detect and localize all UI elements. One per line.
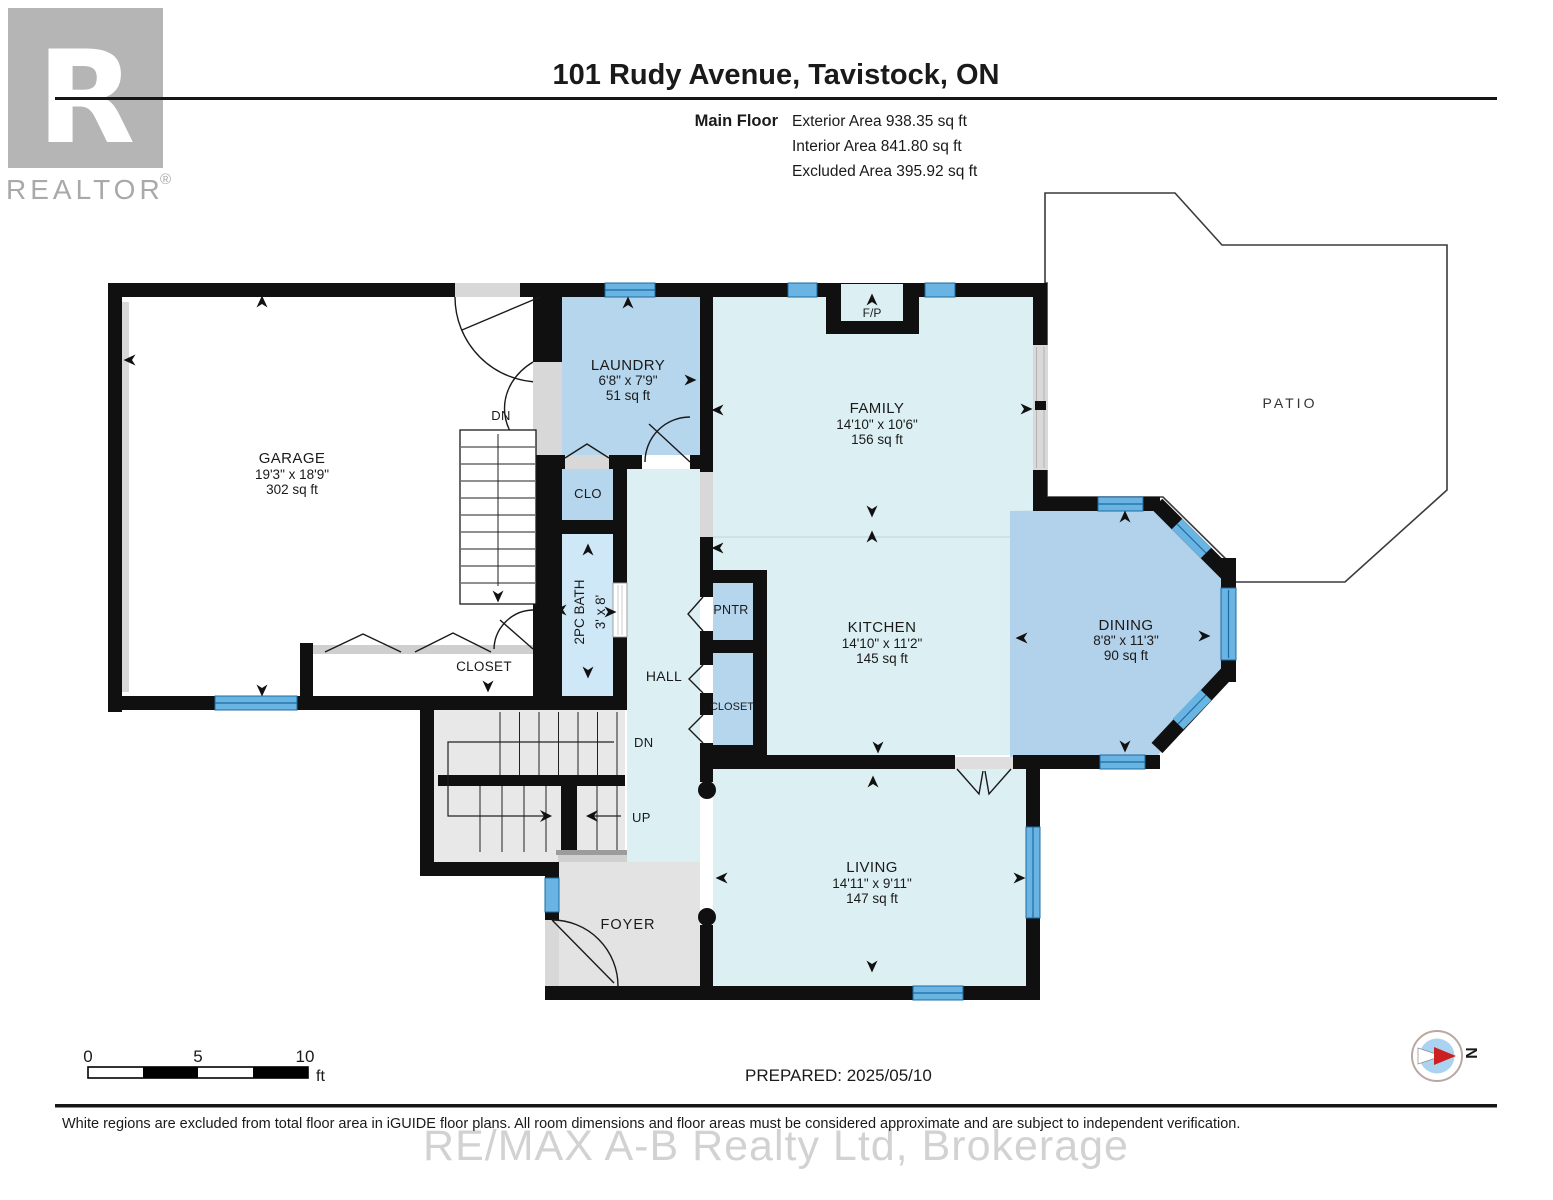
room-label-family: FAMILY 14'10" x 10'6" 156 sq ft xyxy=(836,400,918,447)
laundry-area: 51 sq ft xyxy=(606,388,651,403)
kitchen-area: 145 sq ft xyxy=(856,651,908,666)
kitchen-dims: 14'10" x 11'2" xyxy=(842,636,923,651)
garage-stairs xyxy=(459,429,537,605)
foyer-label: FOYER xyxy=(601,917,656,933)
kitchen-name: KITCHEN xyxy=(848,619,917,636)
family-dims: 14'10" x 10'6" xyxy=(836,417,918,432)
garage-name: GARAGE xyxy=(259,450,326,467)
hall-closet-label: CLOSET xyxy=(710,701,754,713)
room-label-dining: DINING 8'8" x 11'3" 90 sq ft xyxy=(1093,617,1159,663)
scale-tick-5: 5 xyxy=(193,1047,202,1066)
scale-tick-0: 0 xyxy=(83,1047,92,1066)
room-label-garage: GARAGE 19'3" x 18'9" 302 sq ft xyxy=(255,450,329,497)
realtor-logo: R xyxy=(8,8,163,173)
disclaimer-text: White regions are excluded from total fl… xyxy=(62,1116,1240,1132)
living-area: 147 sq ft xyxy=(846,891,898,906)
garage-dn-label: DN xyxy=(491,408,510,423)
hall-label: HALL xyxy=(646,668,682,684)
living-dims: 14'11" x 9'11" xyxy=(832,876,912,891)
basement-stairs xyxy=(447,712,627,855)
doors-openings xyxy=(313,283,1048,987)
exterior-area: Exterior Area 938.35 sq ft xyxy=(792,113,968,130)
compass-north-label: N xyxy=(1462,1047,1479,1059)
footer-divider xyxy=(55,1104,1497,1108)
laundry-dims: 6'8" x 7'9" xyxy=(598,373,657,388)
header-divider xyxy=(55,97,1497,100)
garage-area: 302 sq ft xyxy=(266,482,318,497)
excluded-area: Excluded Area 395.92 sq ft xyxy=(792,163,978,180)
scale-bar: 0 5 10 ft xyxy=(83,1047,325,1085)
scale-tick-10: 10 xyxy=(296,1047,315,1066)
family-name: FAMILY xyxy=(850,400,905,417)
dining-name: DINING xyxy=(1099,617,1154,634)
page-title: 101 Rudy Avenue, Tavistock, ON xyxy=(553,59,1000,91)
bath-dims: 3' x 8' xyxy=(593,595,608,629)
room-label-living: LIVING 14'11" x 9'11" 147 sq ft xyxy=(832,859,912,906)
dining-area: 90 sq ft xyxy=(1104,648,1149,663)
registered-mark: ® xyxy=(160,171,171,188)
floor-label: Main Floor xyxy=(695,112,779,130)
living-name: LIVING xyxy=(846,859,898,876)
patio-label: PATIO xyxy=(1263,395,1318,411)
family-area: 156 sq ft xyxy=(851,432,903,447)
realtor-logo-label: REALTOR xyxy=(6,174,164,205)
garage-closet-label: CLOSET xyxy=(456,659,512,674)
clo-label: CLO xyxy=(574,486,602,501)
room-label-kitchen: KITCHEN 14'10" x 11'2" 145 sq ft xyxy=(842,619,923,666)
prepared-date: PREPARED: 2025/05/10 xyxy=(745,1066,932,1085)
dining-dims: 8'8" x 11'3" xyxy=(1093,633,1159,648)
bath-name: 2PC BATH xyxy=(572,579,587,644)
interior-area: Interior Area 841.80 sq ft xyxy=(792,138,962,155)
stairs-dn-label: DN xyxy=(634,735,653,750)
scale-unit: ft xyxy=(316,1068,325,1085)
room-label-bath: 2PC BATH 3' x 8' xyxy=(572,579,608,644)
laundry-name: LAUNDRY xyxy=(591,357,665,374)
brokerage-watermark: RE/MAX A-B Realty Ltd, Brokerage xyxy=(423,1122,1129,1170)
compass-icon: N xyxy=(1411,1030,1479,1082)
stairs-up-label: UP xyxy=(632,810,651,825)
garage-dims: 19'3" x 18'9" xyxy=(255,467,329,482)
pantry-label: PNTR xyxy=(713,603,748,617)
room-label-laundry: LAUNDRY 6'8" x 7'9" 51 sq ft xyxy=(591,357,665,403)
windows xyxy=(214,282,1237,1001)
fireplace-label: F/P xyxy=(863,306,882,320)
